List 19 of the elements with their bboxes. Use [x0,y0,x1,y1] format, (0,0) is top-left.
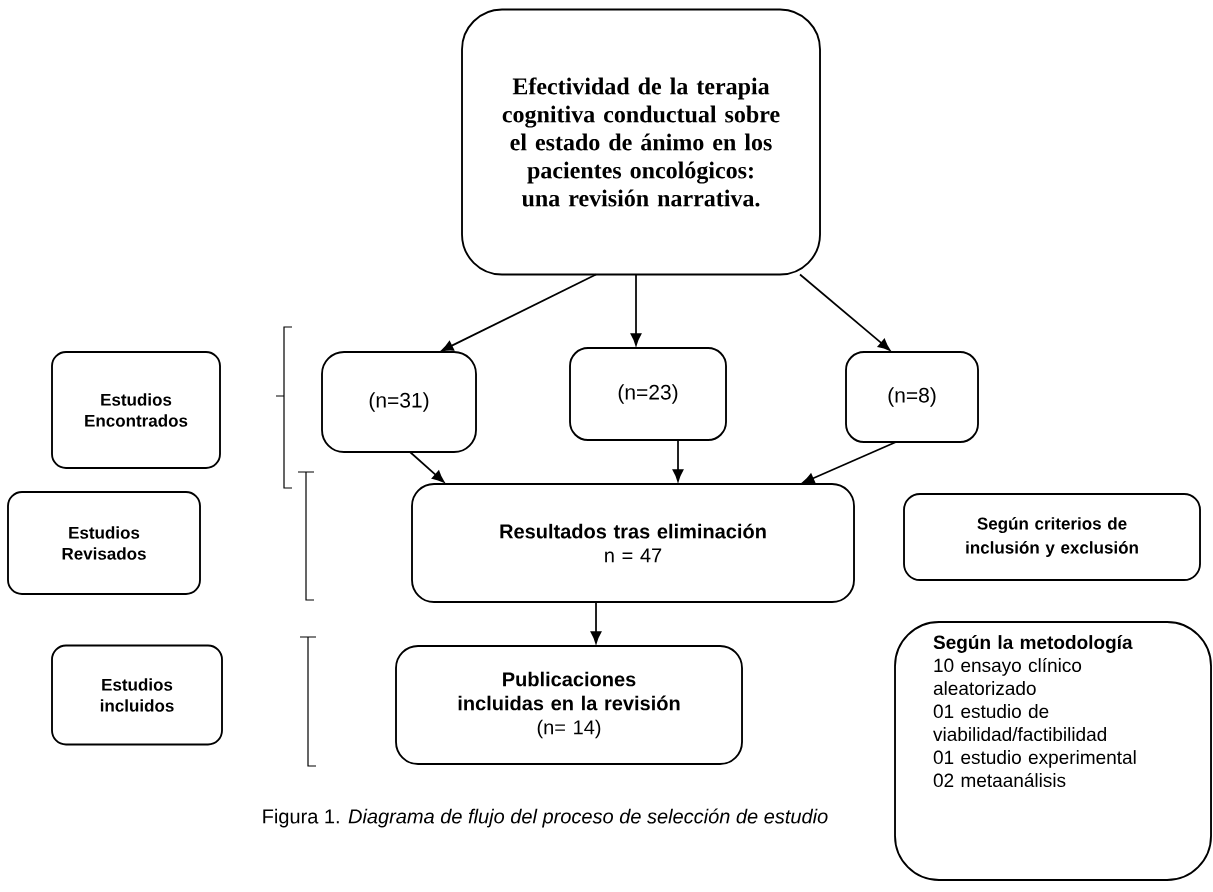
arrow [672,439,684,482]
process-box: Según criterios de inclusión y exclusión [903,493,1201,581]
caption: Figura 1. Diagrama de flujo del proceso de selección de estudio [263,808,828,828]
process-box: Publicaciones incluidas en la revisión (n= 14) [395,645,743,765]
process-box: (n=31) [321,351,477,453]
title-box: Efectividad de la terapia cognitiva conductual sobre el estado de ánimo en los pacientes oncológicos: una revisión narrativa. [461,8,821,276]
process-box: (n=23) [569,347,727,441]
note-box: Según la metodología 10 ensayo clínico aleatorizado 01 estudio de viabilidad/factibilidad 01 estudio experimental 02 metaanálisis [894,621,1212,881]
process-box: Estudios Revisados [7,491,201,595]
arrow [630,273,642,346]
process-box: Resultados tras eliminación n = 47 [411,483,855,603]
arrow [590,601,602,644]
process-box: Estudios incluidos [51,644,223,746]
arrow [409,451,445,483]
process-box: Estudios Encontrados [51,351,221,469]
arrow [799,273,891,351]
process-box: (n=8) [845,351,979,443]
arrow [441,273,597,352]
arrow [802,441,897,484]
